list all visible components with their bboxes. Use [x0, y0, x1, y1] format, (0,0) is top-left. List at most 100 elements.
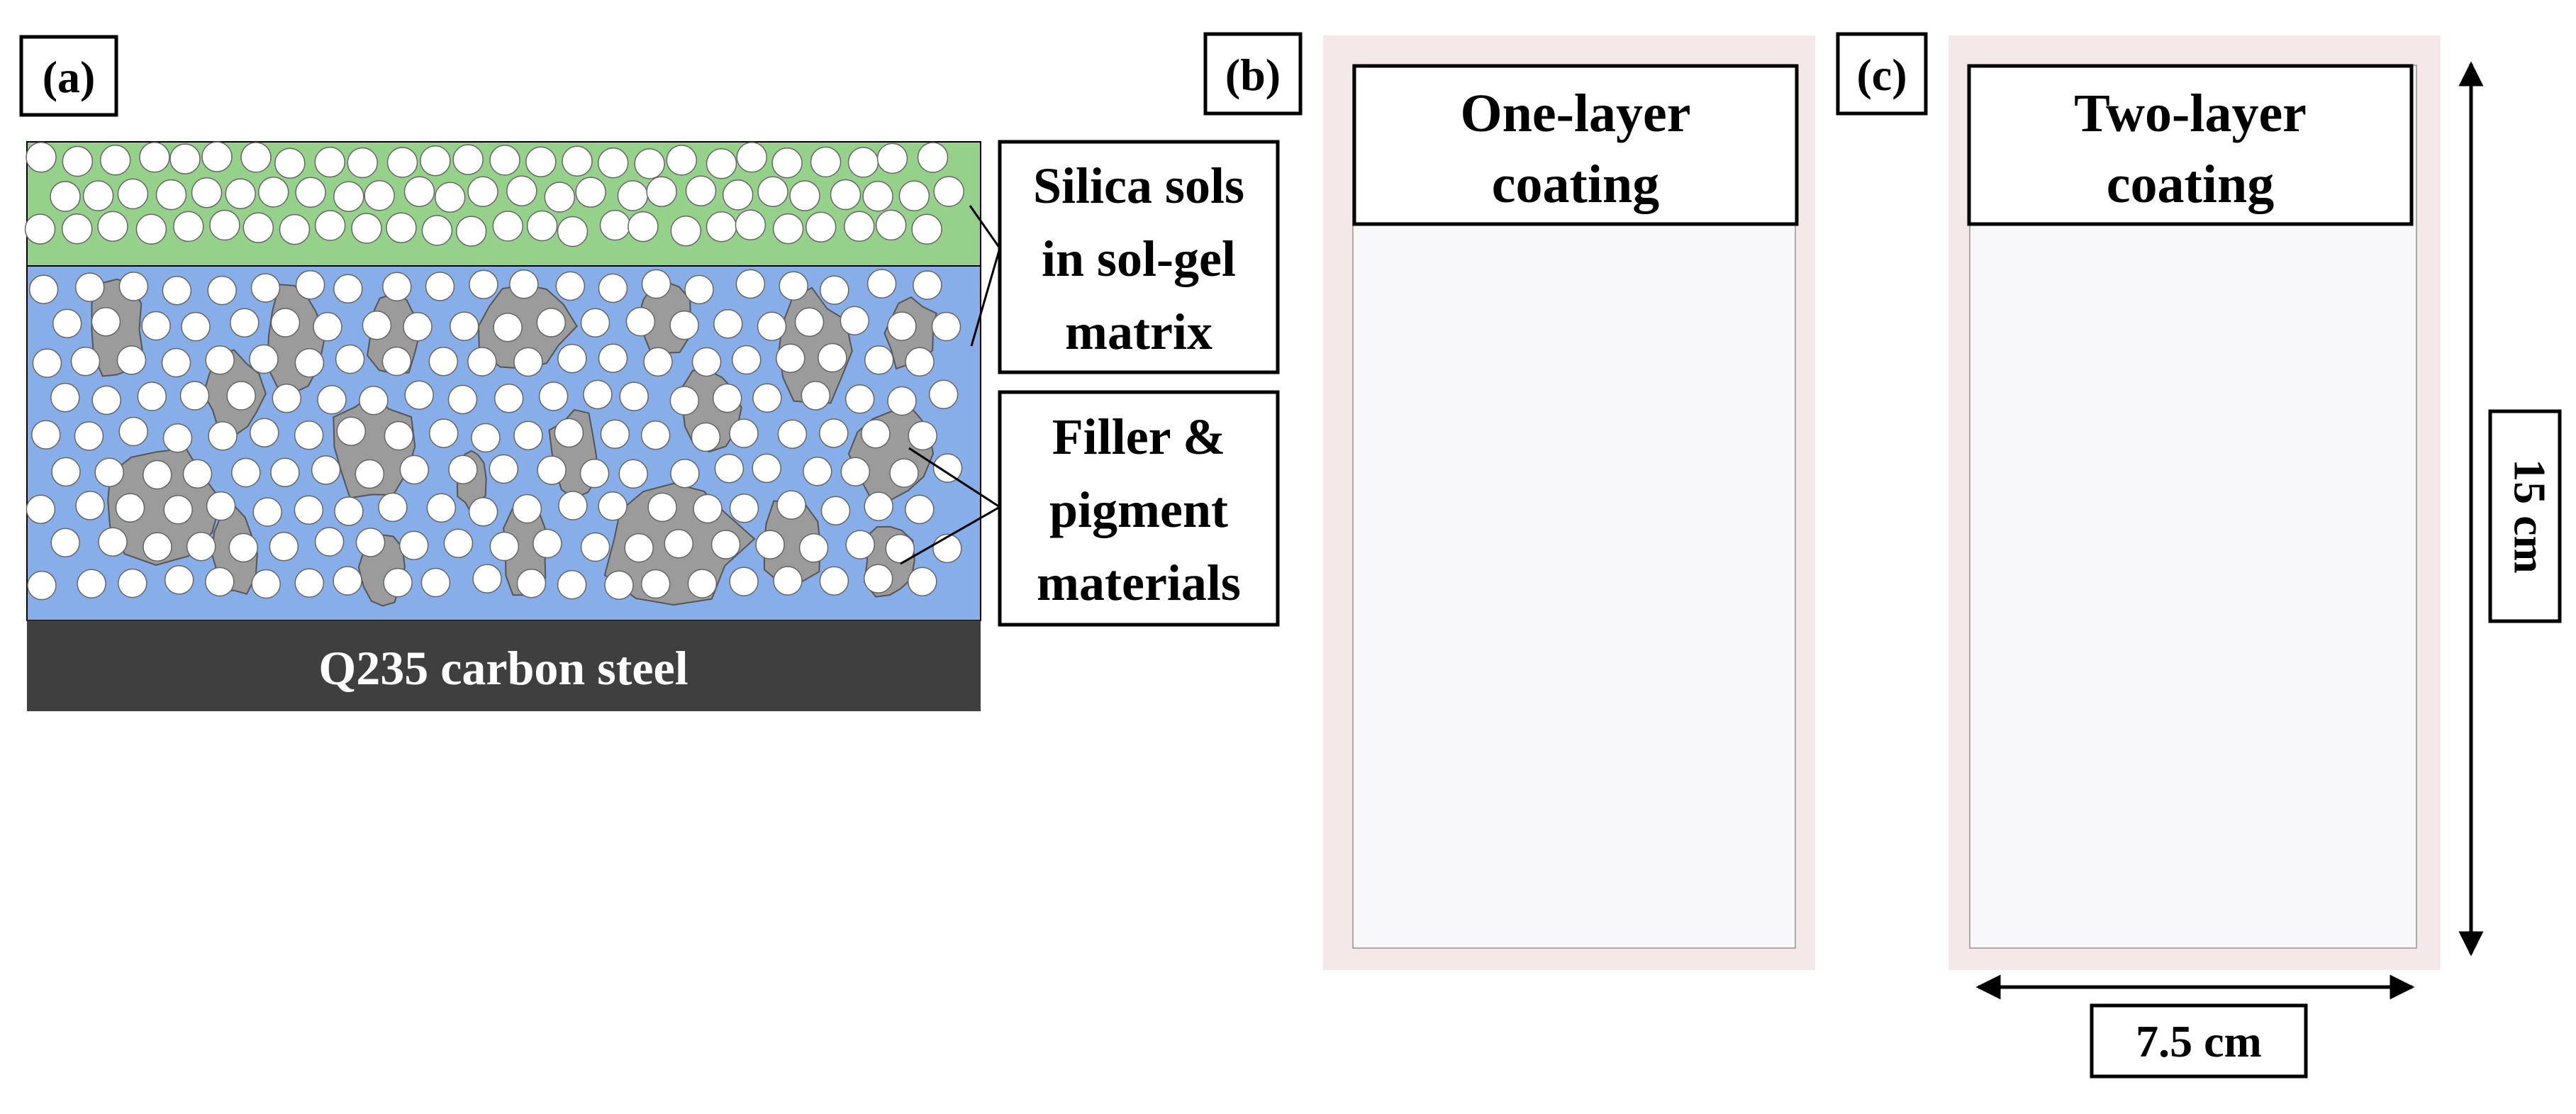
silica-sphere — [908, 567, 937, 596]
leader-silica-bottom — [970, 247, 1001, 347]
callout-silica-line-2: in sol-gel — [1042, 230, 1236, 287]
silica-sphere — [905, 494, 935, 525]
silica-sphere — [355, 528, 386, 557]
silica-sphere — [294, 495, 324, 525]
silica-sphere — [779, 271, 808, 301]
silica-sphere — [468, 497, 498, 527]
silica-sphere — [448, 455, 478, 484]
silica-sphere — [776, 490, 806, 520]
silica-sphere — [544, 182, 576, 213]
silica-sphere — [317, 385, 347, 415]
leader-filler-top — [908, 447, 1000, 508]
silica-sphere — [803, 457, 832, 486]
silica-sphere — [471, 423, 501, 453]
panel-a-label: (a) — [43, 52, 96, 102]
silica-sphere — [311, 455, 341, 485]
silica-sphere — [889, 458, 919, 488]
silica-sphere — [28, 274, 59, 304]
silica-sphere — [27, 570, 57, 601]
silica-sphere — [509, 269, 539, 299]
panel-c-title-box — [1967, 64, 2414, 226]
silica-sphere — [928, 379, 959, 410]
silica-sphere — [818, 342, 847, 373]
silica-sphere — [270, 308, 301, 338]
silica-sphere — [384, 420, 414, 451]
silica-sphere — [162, 423, 193, 453]
silica-sphere — [70, 346, 101, 377]
silica-sphere — [274, 147, 306, 179]
silica-sphere — [173, 211, 204, 243]
silica-sphere — [225, 178, 256, 210]
silica-sphere — [179, 381, 210, 411]
silica-sphere — [776, 343, 805, 374]
silica-sphere — [381, 346, 412, 377]
silica-sphere — [506, 175, 537, 206]
silica-sphere — [118, 416, 148, 447]
silica-sphere — [249, 344, 279, 374]
silica-sphere — [805, 211, 837, 243]
silica-sphere — [706, 148, 737, 179]
silica-sphere — [62, 145, 94, 177]
callout-filler-line-3: materials — [1037, 555, 1241, 611]
steel-substrate — [27, 620, 981, 711]
silica-sphere — [794, 307, 825, 338]
silica-sphere — [557, 216, 589, 247]
callout-filler-line-1: Filler & — [1052, 408, 1226, 465]
silica-sphere — [844, 211, 875, 243]
silica-sphere — [269, 532, 299, 562]
silica-sphere — [50, 181, 81, 212]
silica-sphere — [74, 272, 105, 302]
silica-sphere — [931, 311, 961, 342]
silica-sphere — [403, 176, 435, 207]
silica-sphere — [640, 420, 671, 450]
silica-sphere — [207, 275, 237, 306]
silica-sphere — [399, 455, 430, 485]
silica-sphere — [789, 180, 820, 211]
silica-sphere — [513, 347, 543, 377]
callout-filler-box — [998, 390, 1280, 627]
silica-sphere — [139, 142, 170, 173]
panel-c-title-line-1: Two-layer — [2074, 84, 2307, 143]
silica-sphere — [599, 209, 631, 241]
silica-sphere — [351, 213, 382, 244]
silica-sphere — [378, 492, 408, 523]
silica-sphere — [864, 491, 893, 521]
panel-b-label-box — [1203, 32, 1303, 116]
silica-sphere — [625, 306, 656, 337]
silica-sphere — [684, 274, 714, 305]
silica-sphere — [875, 209, 907, 241]
silica-sphere — [752, 383, 782, 413]
silica-sphere — [94, 457, 124, 487]
silica-sphere — [155, 179, 187, 211]
silica-sphere — [801, 381, 831, 411]
silica-sphere — [898, 180, 930, 212]
silica-sphere — [250, 273, 281, 303]
silica-sphere — [420, 145, 451, 177]
silica-sphere — [558, 491, 588, 520]
silica-sphere — [77, 569, 106, 598]
steel-label: Q235 carbon steel — [318, 641, 688, 695]
silica-sphere — [864, 345, 894, 375]
silica-sphere — [583, 379, 613, 410]
silica-sphere — [231, 457, 261, 488]
silica-sphere — [669, 386, 700, 416]
silica-sphere — [467, 176, 498, 208]
silica-sphere — [604, 570, 634, 600]
silica-sphere — [333, 274, 363, 304]
silica-sphere — [24, 213, 56, 245]
silica-sphere — [643, 347, 673, 377]
silica-sphere — [141, 311, 171, 341]
silica-sphere — [426, 493, 457, 523]
silica-sphere — [617, 180, 649, 211]
panel-b-title-box — [1352, 64, 1799, 226]
silica-sphere — [777, 419, 808, 449]
silica-spheres — [24, 141, 964, 601]
silica-sphere — [206, 491, 236, 521]
silica-sphere — [404, 380, 434, 410]
silica-sphere — [135, 213, 167, 245]
callout-silica-line-3: matrix — [1065, 303, 1212, 360]
silica-sphere — [757, 311, 787, 342]
silica-sphere — [580, 308, 610, 338]
silica-sphere — [691, 347, 722, 377]
